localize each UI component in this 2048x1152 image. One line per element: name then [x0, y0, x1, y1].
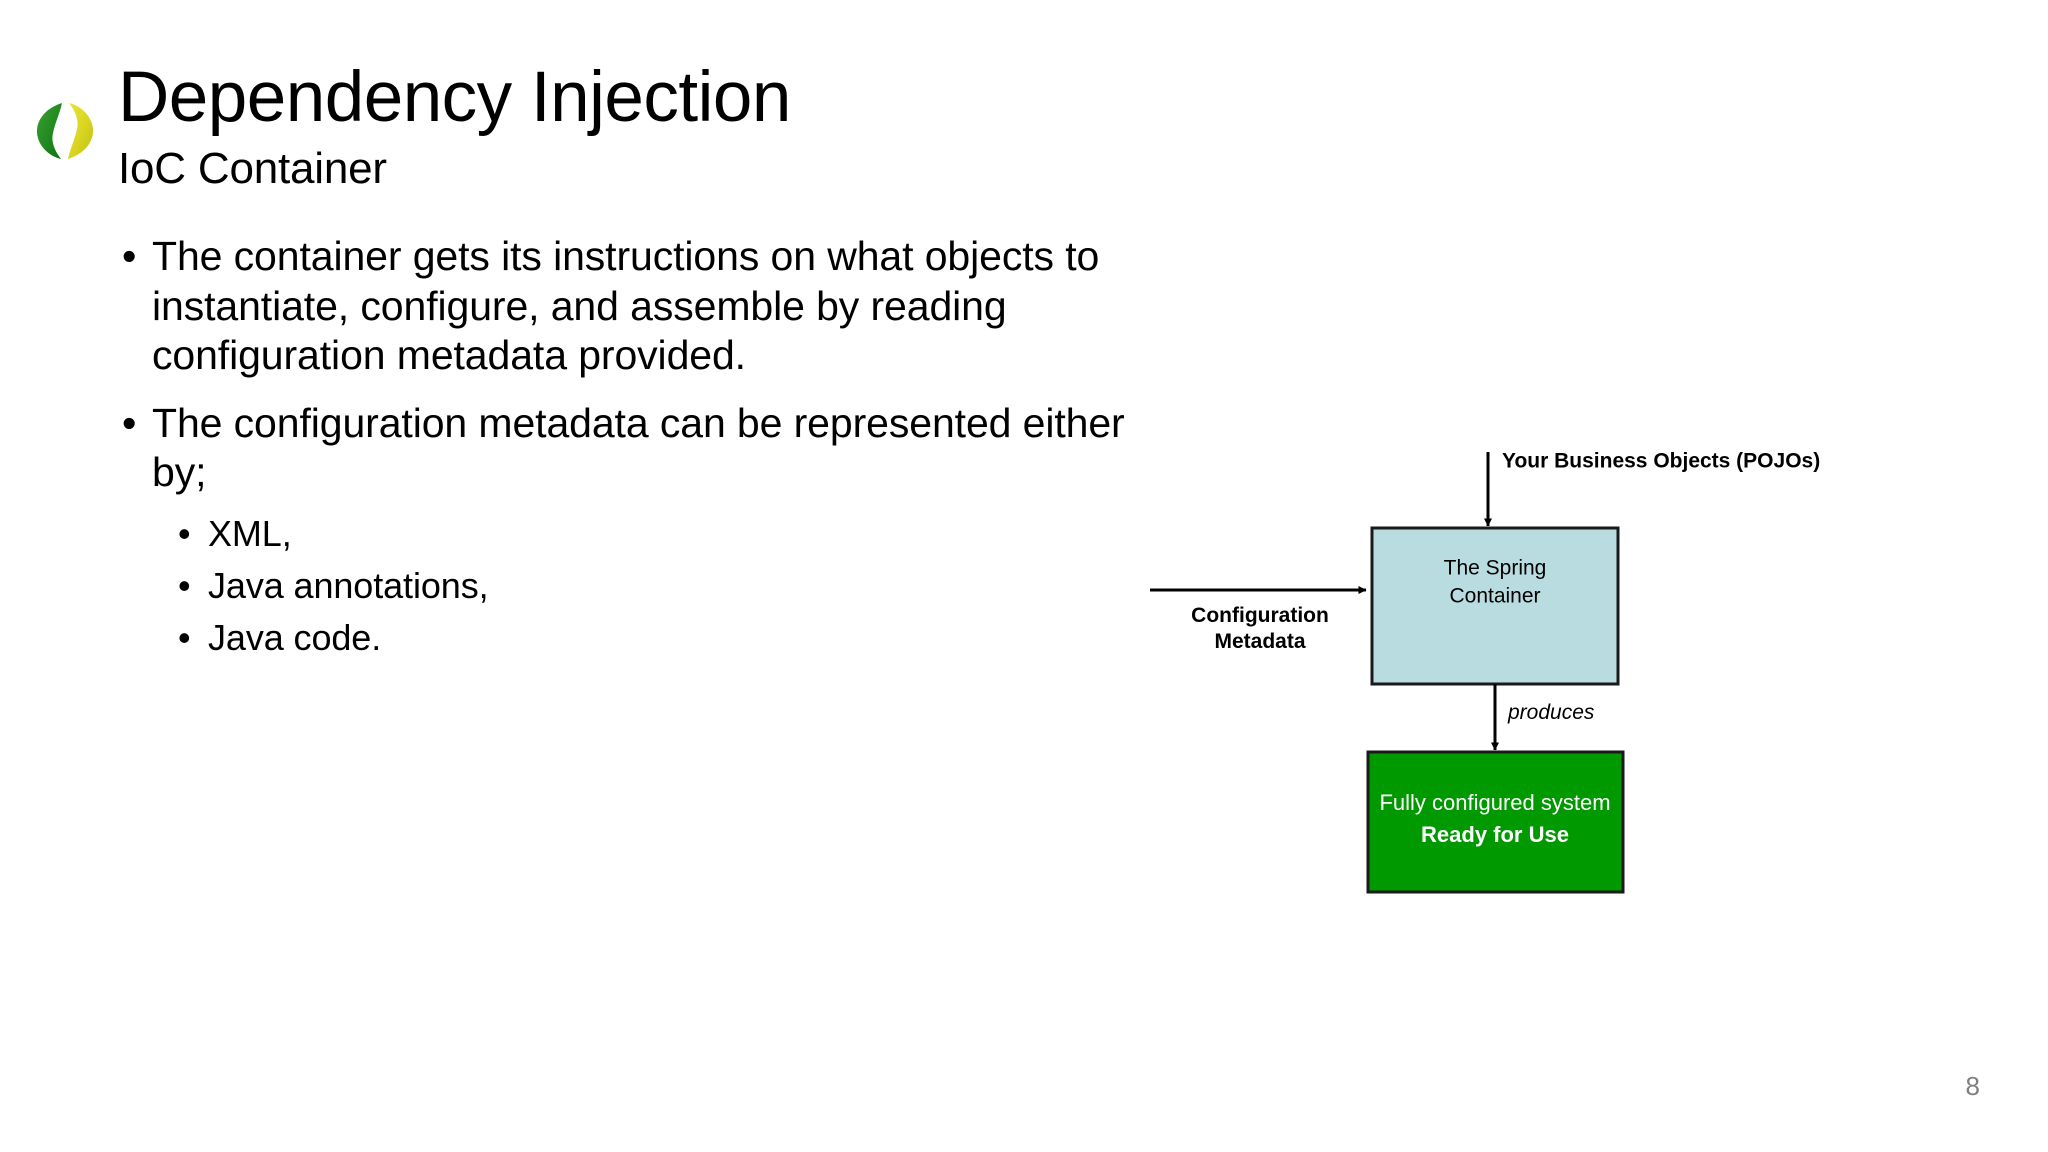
list-item-label: Java code.	[208, 617, 382, 659]
list-item: • XML,	[174, 516, 1176, 552]
output-box	[1366, 750, 1625, 894]
page-title: Dependency Injection	[118, 58, 791, 137]
spring-container-label-line1: The Spring	[1444, 556, 1547, 579]
list-item-label: The configuration metadata can be repres…	[152, 399, 1125, 496]
bullet-marker: •	[178, 565, 191, 607]
spring-container-diagram: Your Business Objects (POJOs) Configurat…	[1130, 430, 1930, 920]
configuration-metadata-label-line2: Metadata	[1214, 630, 1305, 653]
page-subtitle: IoC Container	[118, 144, 387, 193]
list-item: • Java annotations,	[174, 568, 1176, 604]
body-content: • The container gets its instructions on…	[116, 232, 1176, 672]
list-item-label: XML,	[208, 513, 292, 555]
list-item-label: The container gets its instructions on w…	[152, 233, 1100, 379]
produces-label: produces	[1507, 701, 1595, 724]
list-item: • Java code.	[174, 620, 1176, 656]
bullet-marker: •	[122, 399, 137, 446]
sub-list: • XML, • Java annotations, • Java code.	[174, 516, 1176, 656]
bullet-marker: •	[178, 513, 191, 555]
output-label-line1: Fully configured system	[1379, 790, 1610, 815]
page-number: 8	[1965, 1071, 1980, 1101]
pojos-label: Your Business Objects (POJOs)	[1502, 450, 1820, 473]
list-item: • The configuration metadata can be repr…	[116, 399, 1176, 498]
bullet-marker: •	[122, 233, 137, 279]
spring-container-box	[1370, 526, 1620, 686]
bullet-marker: •	[178, 617, 191, 659]
spring-container-label-line2: Container	[1449, 584, 1540, 607]
list-item-label: Java annotations,	[208, 565, 489, 607]
configuration-metadata-label-line1: Configuration	[1191, 604, 1329, 627]
list-item: • The container gets its instructions on…	[116, 232, 1176, 381]
spring-leaf-logo	[32, 100, 98, 162]
output-label-line2: Ready for Use	[1421, 822, 1569, 847]
title-block: Dependency Injection IoC Container	[118, 62, 1318, 191]
